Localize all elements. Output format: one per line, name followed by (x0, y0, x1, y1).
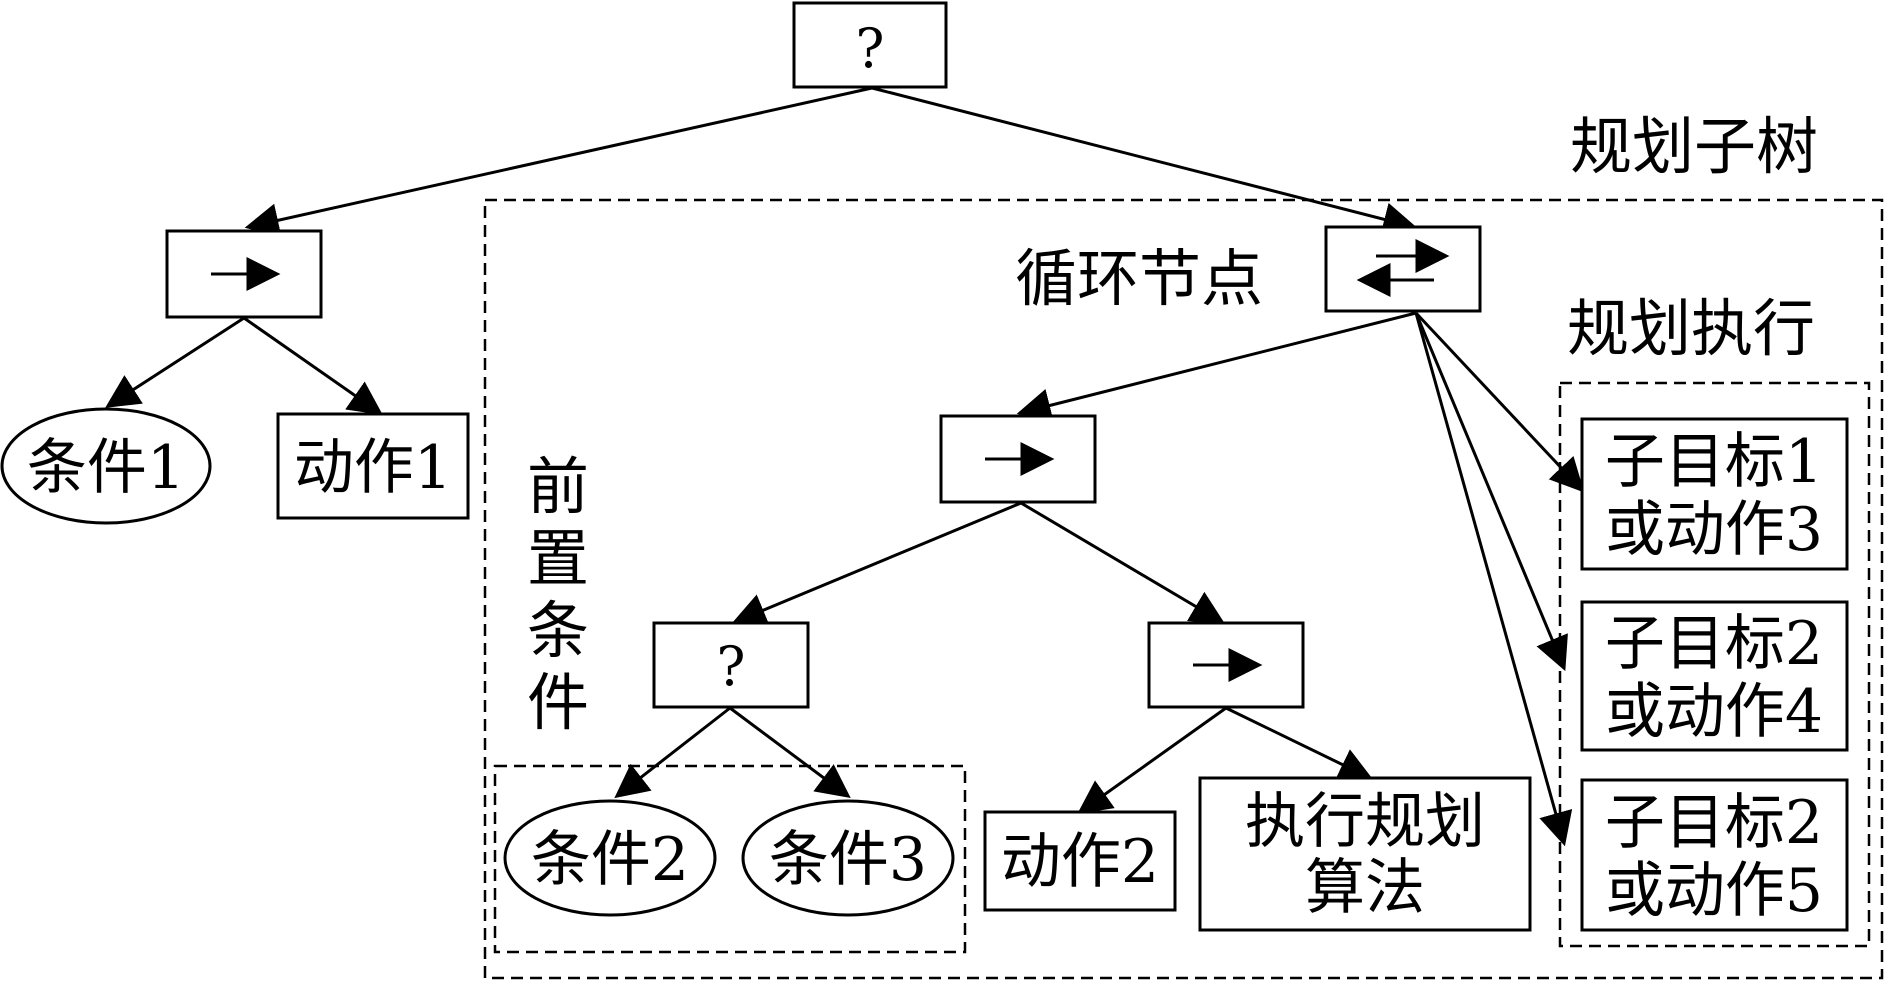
precondition-char-4: 件 (527, 666, 589, 739)
edges (105, 86, 1585, 847)
condition-2-label: 条件2 (531, 825, 689, 895)
condition-1-label: 条件1 (27, 433, 185, 503)
action-1-node: 动作1 (276, 412, 470, 520)
edge-root-seq1 (244, 86, 873, 237)
execute-planner-line-2: 算法 (1305, 853, 1425, 923)
subgoal-3-line-1: 子目标2 (1605, 788, 1823, 858)
plan-exec-region (1558, 381, 1871, 948)
action-1-label: 动作1 (294, 433, 452, 503)
edge-root-loop (871, 86, 1418, 236)
loop-node-label: 循环节点 (1015, 242, 1263, 315)
subgoal-1-node: 子目标1 或动作3 (1580, 417, 1849, 571)
sequence-node-3 (1147, 621, 1305, 709)
action-2-node: 动作2 (983, 810, 1177, 912)
edge-loop-sub1 (1414, 311, 1585, 493)
edge-loop-sub3 (1414, 312, 1573, 847)
plan-subtree-region (483, 198, 1884, 980)
subgoal-2-line-1: 子目标2 (1605, 609, 1823, 679)
subgoal-3-line-2: 或动作5 (1605, 856, 1823, 926)
subgoal-3-node: 子目标2 或动作5 (1580, 778, 1849, 932)
root-fallback-symbol: ? (856, 17, 885, 80)
fallback-node-2: ? (652, 621, 810, 709)
root-fallback-node: ? (792, 1, 948, 89)
condition-2-node: 条件2 (503, 799, 717, 917)
subgoal-1-line-1: 子目标1 (1605, 427, 1823, 497)
fallback-2-symbol: ? (717, 635, 746, 698)
execute-planner-node: 执行规划 算法 (1198, 776, 1532, 932)
edge-fallback2-cond3 (729, 706, 851, 799)
precondition-char-1: 前 (527, 450, 589, 523)
edge-seq1-act1 (243, 316, 383, 415)
action-2-label: 动作2 (1001, 827, 1159, 897)
edge-seq2-fallback2 (731, 501, 1022, 626)
precondition-group-region (493, 764, 967, 954)
edge-seq2-seq3 (1020, 501, 1225, 624)
precondition-char-3: 条 (527, 594, 589, 667)
condition-3-node: 条件3 (741, 799, 955, 917)
edge-seq3-act2 (1077, 706, 1227, 814)
execute-planner-line-1: 执行规划 (1245, 787, 1485, 857)
condition-1-node: 条件1 (0, 407, 212, 525)
plan-subtree-label: 规划子树 (1570, 110, 1818, 183)
edge-loop-sub2 (1414, 312, 1568, 672)
edge-loop-seq2 (1016, 311, 1417, 422)
sequence-node-1 (165, 229, 323, 319)
sequence-node-2 (939, 414, 1097, 504)
subgoal-1-line-2: 或动作3 (1605, 495, 1823, 565)
edge-seq1-cond1 (105, 316, 245, 408)
condition-3-label: 条件3 (769, 825, 927, 895)
loop-node (1324, 225, 1482, 313)
precondition-label: 前 置 条 件 (527, 450, 589, 739)
edge-seq3-planner (1225, 706, 1374, 780)
plan-exec-label: 规划执行 (1567, 292, 1815, 365)
subgoal-2-node: 子目标2 或动作4 (1580, 600, 1849, 752)
subgoal-2-line-2: 或动作4 (1605, 677, 1823, 747)
precondition-char-2: 置 (527, 522, 589, 595)
edge-fallback2-cond2 (614, 706, 731, 799)
